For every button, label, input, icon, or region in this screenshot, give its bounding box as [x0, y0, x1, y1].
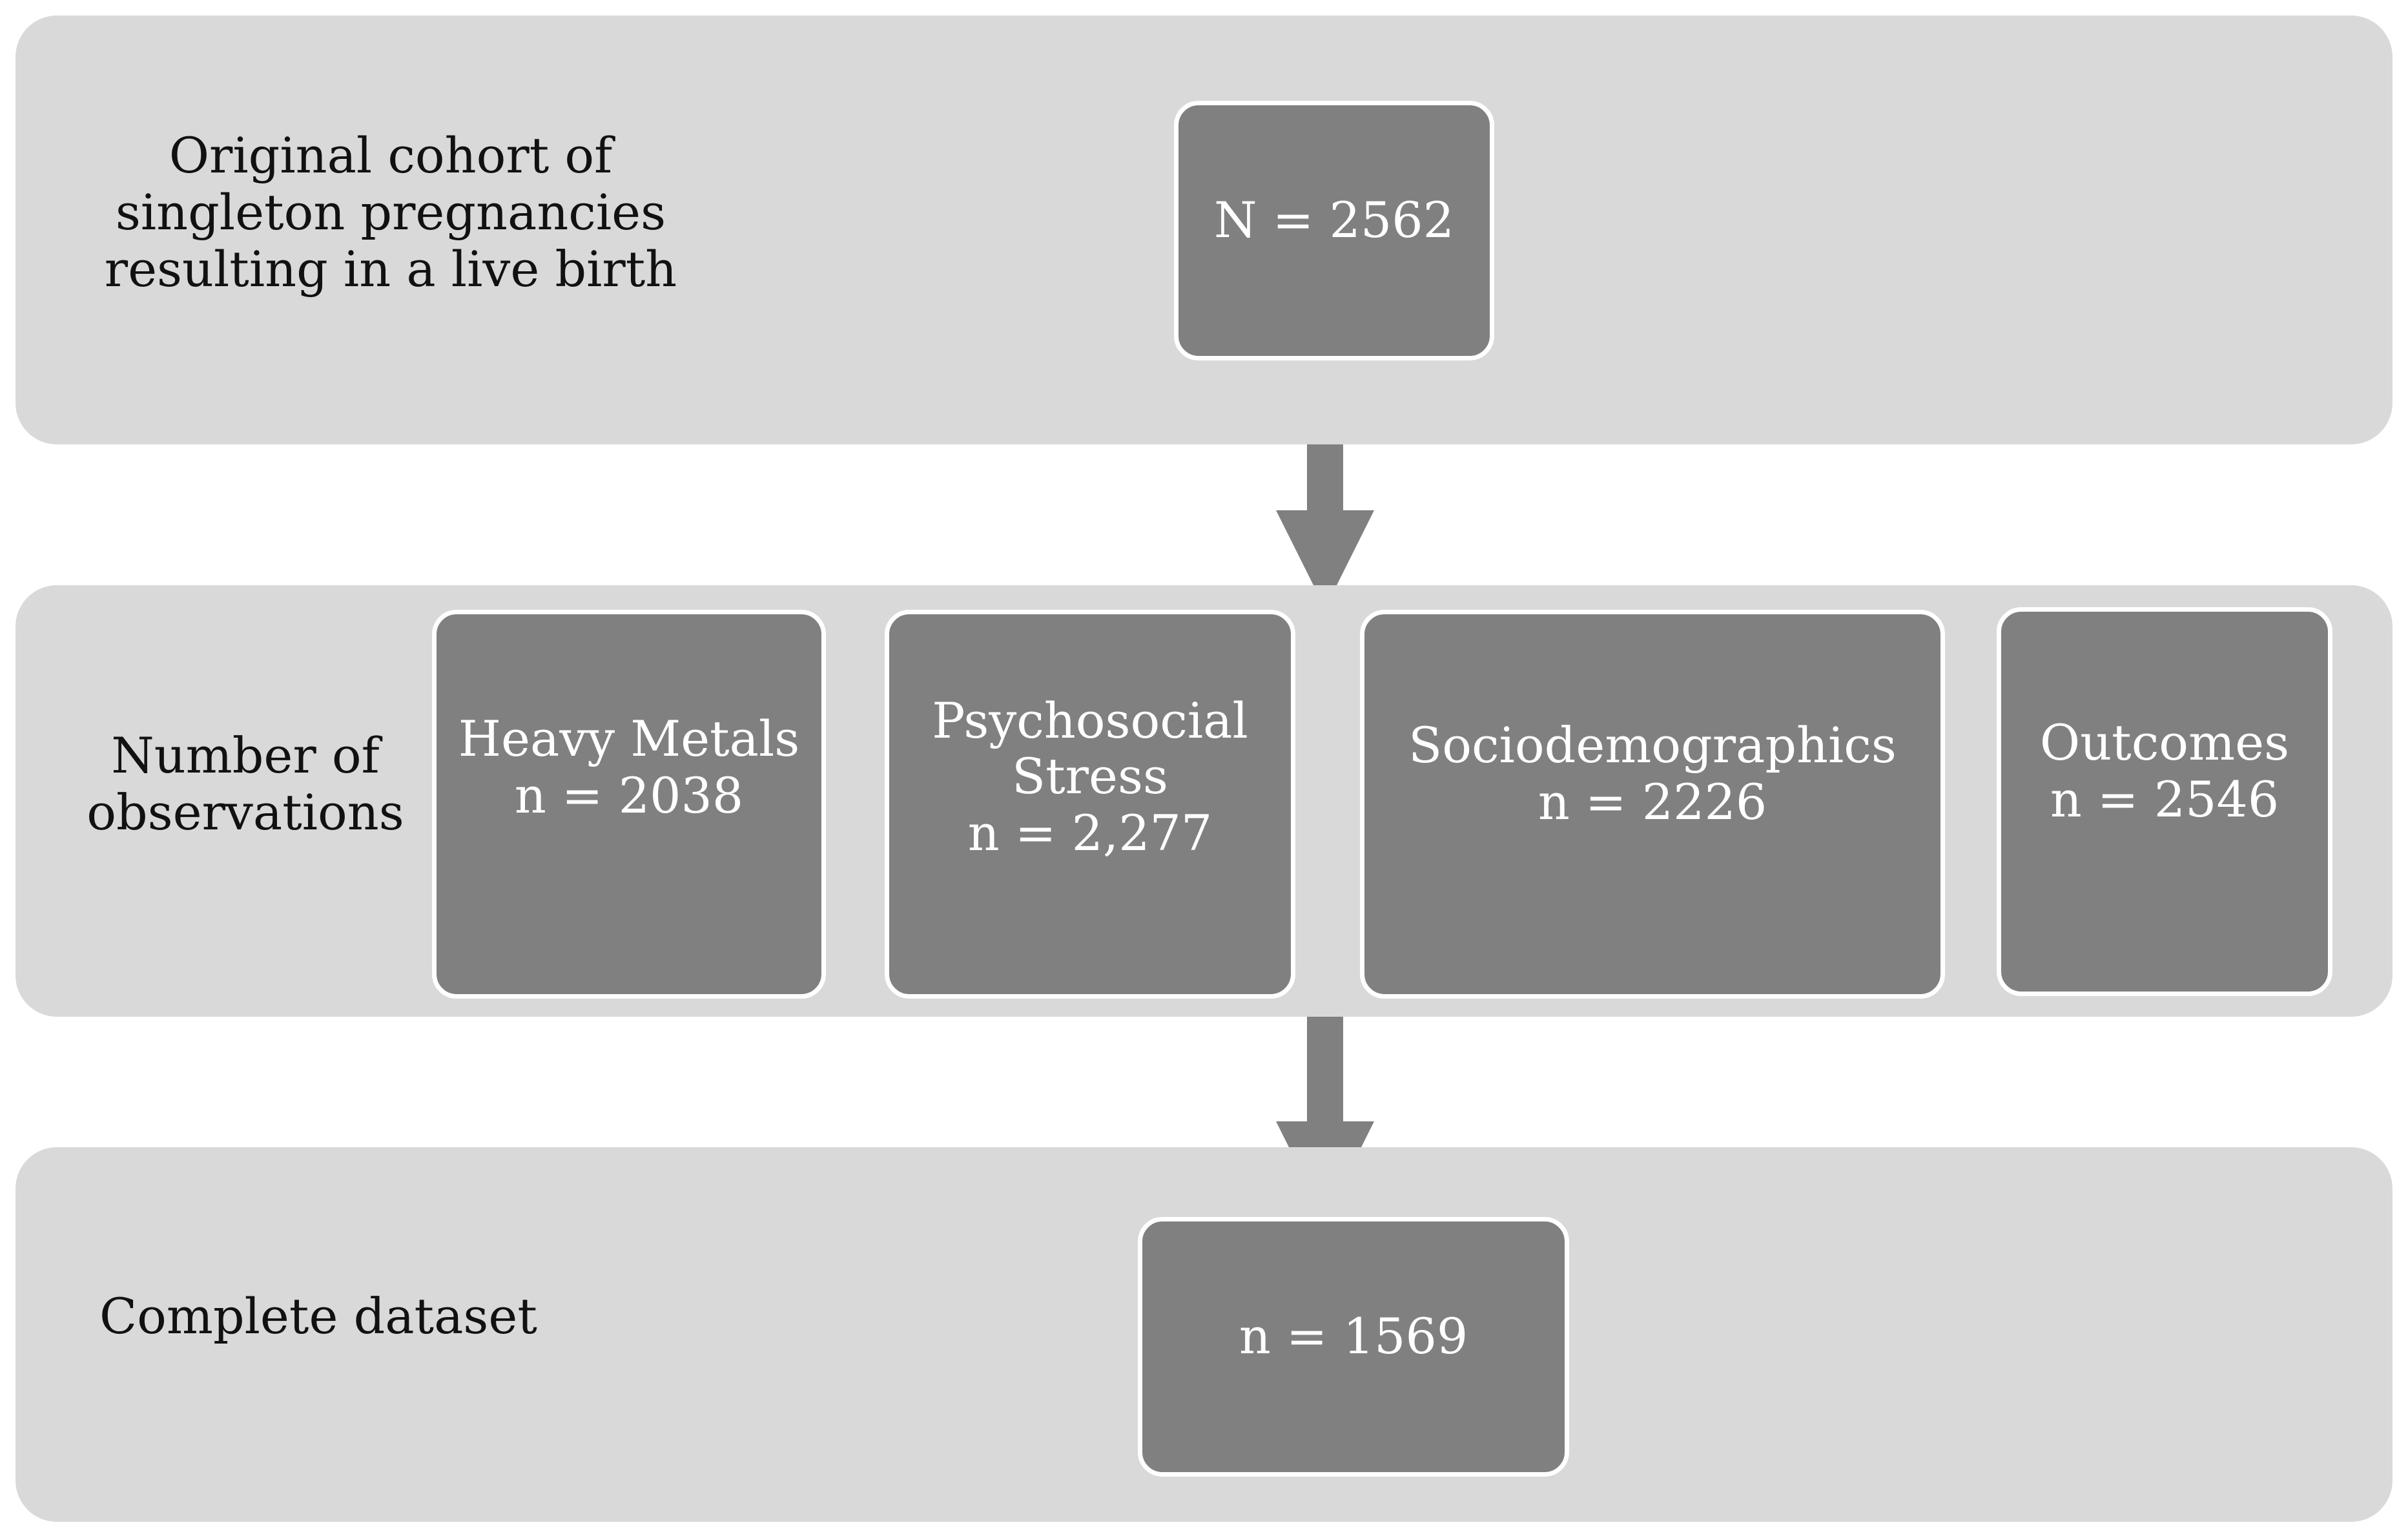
psychosocial-stress-value: n = 2,277: [967, 804, 1213, 862]
observations-label-line2: observations: [87, 784, 404, 841]
original-cohort-value: N = 2562: [1214, 191, 1454, 249]
arrow-1-shaft: [1307, 444, 1343, 512]
psychosocial-stress-title-line2: Stress: [1012, 747, 1168, 805]
complete-dataset-label: Complete dataset: [99, 1287, 537, 1345]
observations-label-line1: Number of: [111, 727, 380, 784]
arrow-2-shaft: [1307, 1017, 1343, 1125]
psychosocial-stress-box: Psychosocial Stress n = 2,277: [885, 610, 1295, 999]
heavy-metals-title: Heavy Metals: [458, 710, 800, 767]
complete-dataset-value: n = 1569: [1239, 1307, 1468, 1365]
original-cohort-label: Original cohort of singleton pregnancies…: [104, 127, 677, 298]
psychosocial-stress-title-line1: Psychosocial: [932, 692, 1248, 749]
sociodemographics-box: Sociodemographics n = 2226: [1360, 610, 1945, 999]
outcomes-box: Outcomes n = 2546: [1997, 607, 2332, 996]
outcomes-value: n = 2546: [2050, 771, 2279, 828]
heavy-metals-value: n = 2038: [514, 767, 744, 824]
complete-dataset-box: n = 1569: [1138, 1217, 1569, 1477]
sociodemographics-value: n = 2226: [1538, 773, 1767, 831]
heavy-metals-box: Heavy Metals n = 2038: [432, 610, 826, 999]
observations-label: Number of observations: [77, 727, 413, 841]
outcomes-title: Outcomes: [2039, 714, 2290, 771]
original-cohort-box: N = 2562: [1174, 101, 1494, 360]
sociodemographics-title: Sociodemographics: [1408, 716, 1897, 774]
